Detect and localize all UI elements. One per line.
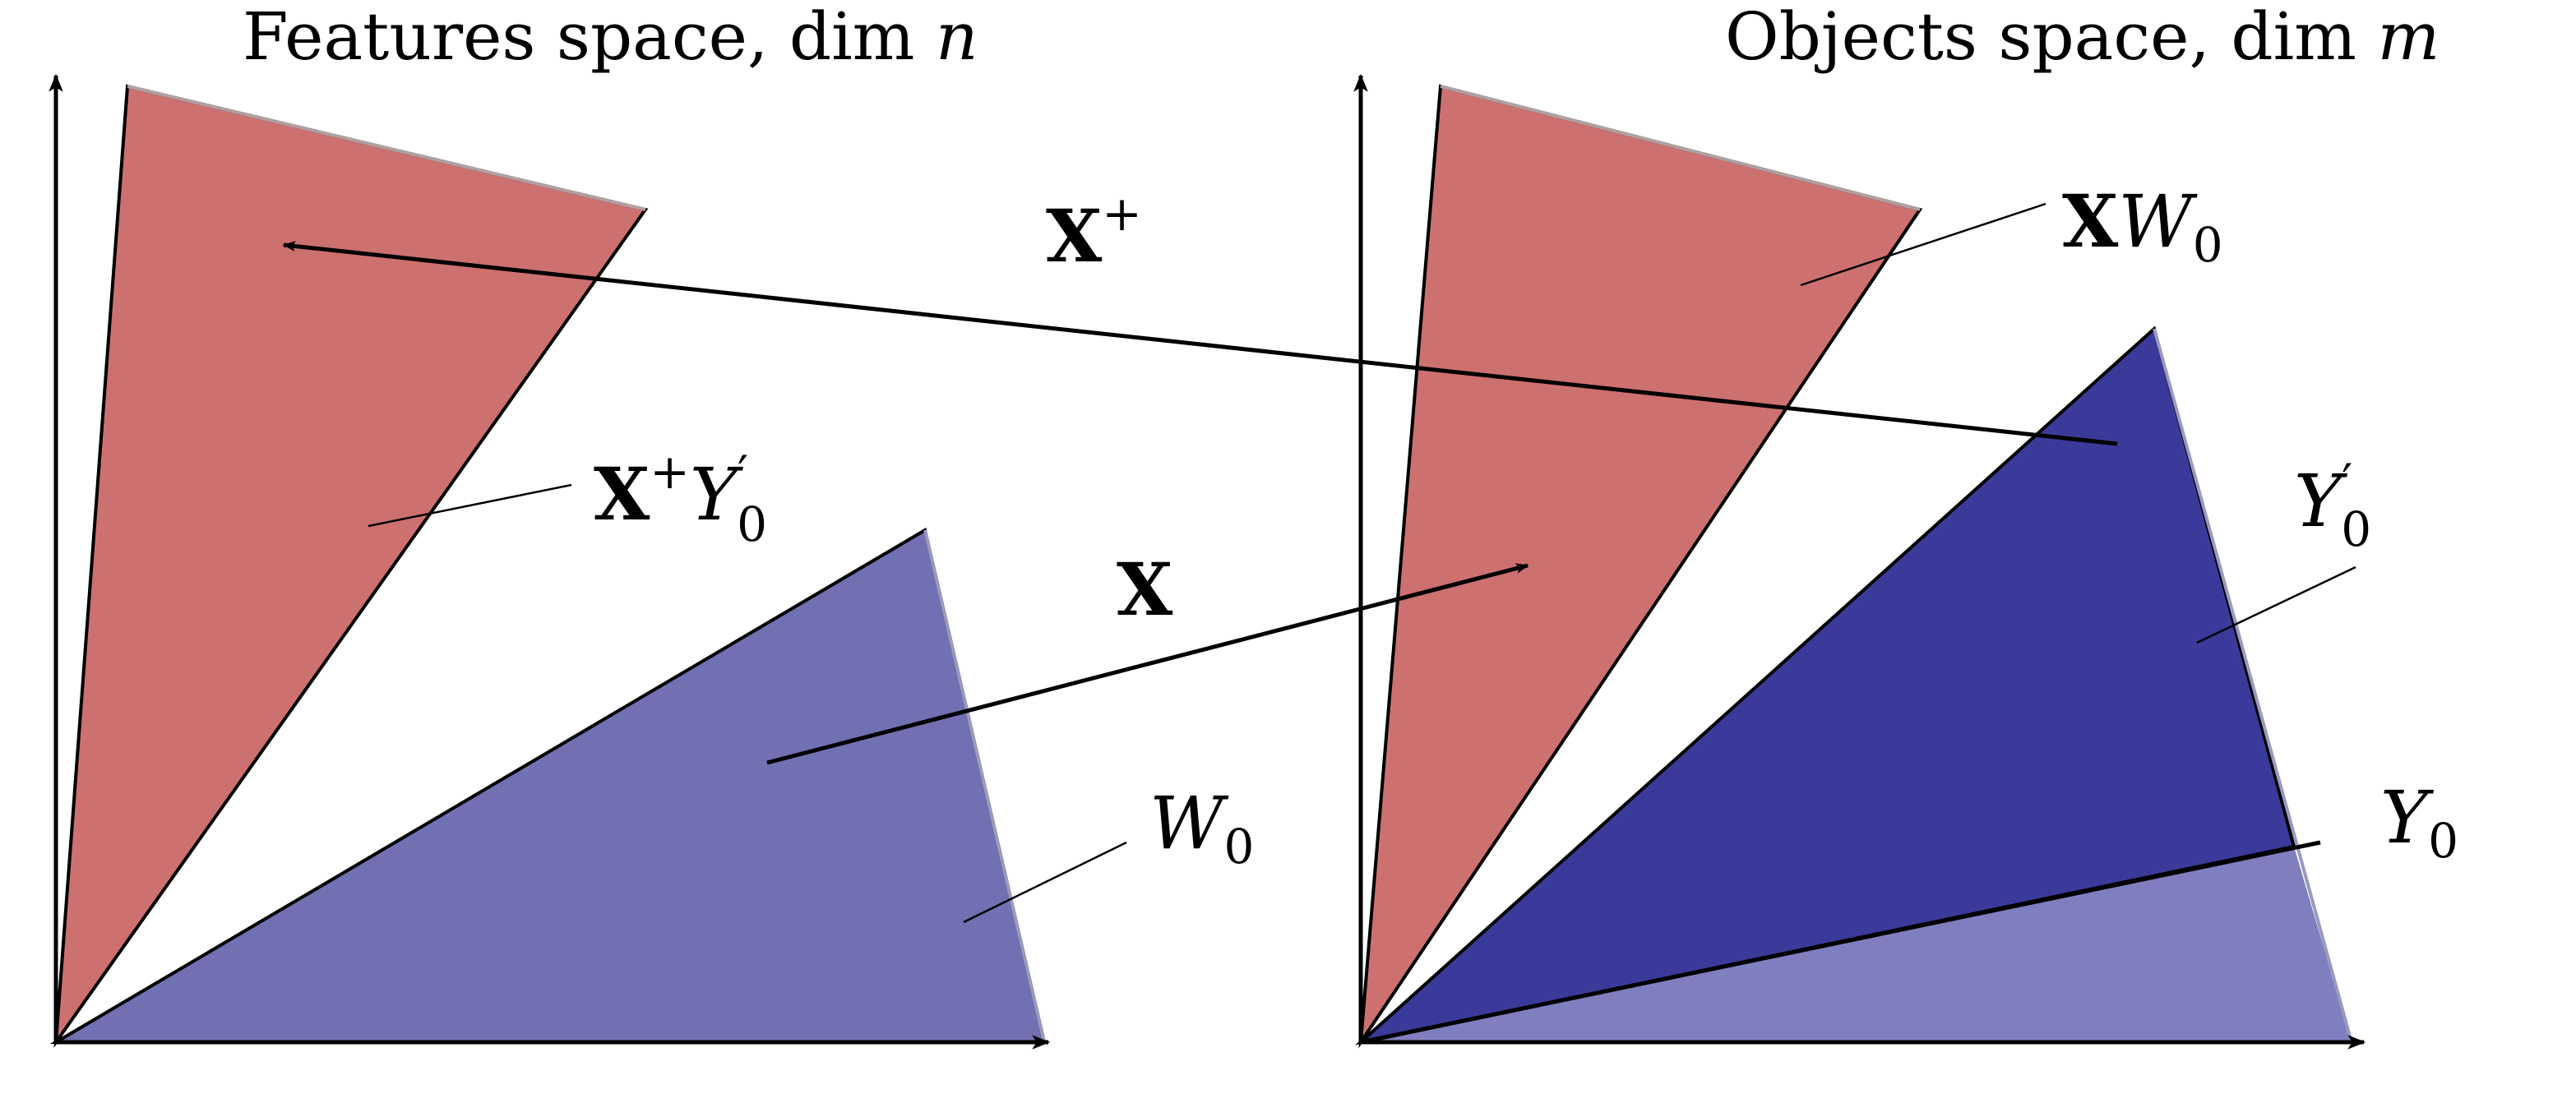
- mapping-arrows: X+ X: [282, 186, 2118, 765]
- x-plus-label: X+: [1046, 186, 1142, 279]
- y0-boundary-line: [1360, 840, 2321, 1045]
- y0prime-cone-right-edge: [2153, 328, 2353, 1043]
- objects-space-title: Objects space, dim m: [1725, 0, 2440, 75]
- y0prime-leader: [2196, 565, 2356, 644]
- objects-space-panel: Objects space, dim m XW0 Y′0 Y0: [1353, 0, 2458, 1050]
- x-plus-mapping-arrow: [282, 241, 2118, 446]
- xw0-cone-top-edge: [1440, 85, 1921, 211]
- xw0-label: XW0: [2062, 178, 2223, 273]
- xw0-leader: [1800, 202, 2046, 287]
- w0-label: W0: [1149, 781, 1254, 875]
- x-plus-y0prime-leader: [368, 483, 572, 528]
- x-label: X: [1117, 547, 1173, 632]
- features-space-panel: Features space, dim n X+Y′0 W0: [49, 0, 1254, 1050]
- y0-cone: [1361, 847, 2352, 1042]
- w0-cone-right-edge: [923, 529, 1046, 1043]
- features-space-title: Features space, dim n: [243, 0, 978, 75]
- y0-label: Y0: [2380, 775, 2458, 869]
- y0prime-label: Y′0: [2294, 454, 2371, 557]
- w0-leader: [963, 841, 1127, 924]
- x-plus-y0prime-cone-top-edge: [127, 85, 646, 211]
- x-mapping-arrow: [766, 563, 1529, 765]
- x-plus-y0prime-label: X+Y′0: [594, 444, 767, 552]
